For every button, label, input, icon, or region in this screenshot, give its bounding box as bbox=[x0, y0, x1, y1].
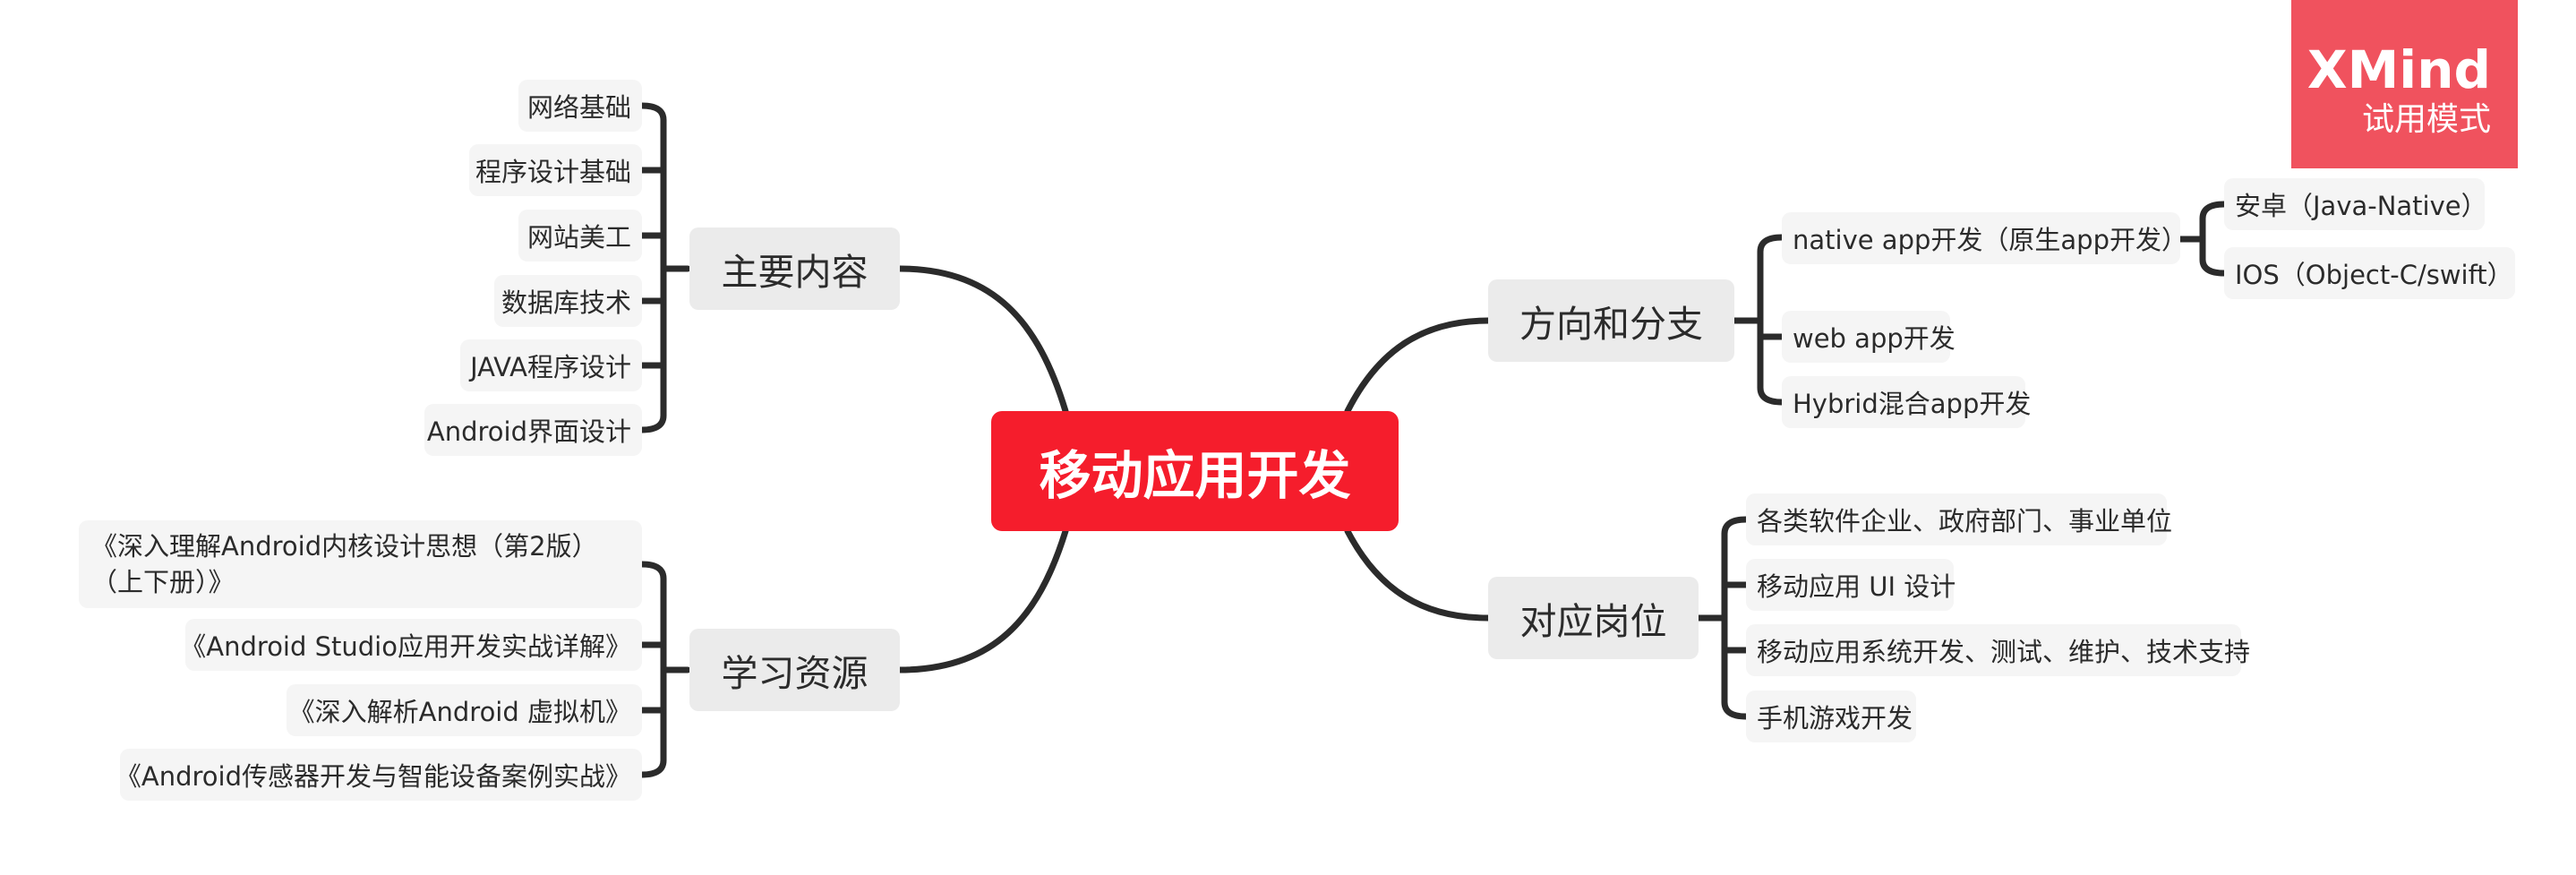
branch-learning-resources[interactable]: 学习资源 bbox=[689, 629, 900, 711]
root-topic[interactable]: 移动应用开发 bbox=[991, 411, 1399, 531]
leaf-position-item[interactable]: 各类软件企业、政府部门、事业单位 bbox=[1746, 493, 2172, 545]
bracket-resources bbox=[638, 561, 667, 778]
leaf-content-item[interactable]: 数据库技术 bbox=[494, 275, 642, 327]
branch-main-content[interactable]: 主要内容 bbox=[689, 227, 900, 310]
leaf-resource-item[interactable]: 《Android Studio应用开发实战详解》 bbox=[180, 619, 642, 671]
bracket-direction bbox=[1757, 234, 1785, 406]
connector-root-direction bbox=[1344, 317, 1492, 415]
leaf-resource-item[interactable]: 《深入解析Android 虚拟机》 bbox=[287, 684, 642, 736]
leaf-web-app[interactable]: web app开发 bbox=[1782, 311, 1956, 363]
watermark-mode: 试用模式 bbox=[2361, 101, 2491, 138]
connector-root-content bbox=[896, 265, 1069, 415]
connector-root-positions bbox=[1344, 528, 1492, 622]
leaf-position-item[interactable]: 移动应用系统开发、测试、维护、技术支持 bbox=[1746, 624, 2250, 676]
branch-direction[interactable]: 方向和分支 bbox=[1488, 279, 1734, 362]
xmind-trial-watermark: XMind 试用模式 bbox=[2291, 0, 2518, 168]
watermark-brand: XMind bbox=[2306, 39, 2491, 100]
leaf-native-app[interactable]: native app开发（原生app开发） bbox=[1782, 212, 2187, 264]
connector-root-resources bbox=[896, 528, 1069, 673]
leaf-position-item[interactable]: 手机游戏开发 bbox=[1746, 691, 1916, 742]
leaf-content-item[interactable]: JAVA程序设计 bbox=[460, 339, 642, 391]
branch-positions[interactable]: 对应岗位 bbox=[1488, 577, 1699, 659]
leaf-resource-item[interactable]: 《深入理解Android内核设计思想（第2版）（上下册）》 bbox=[79, 520, 642, 608]
bracket-content bbox=[638, 102, 667, 433]
leaf-content-item[interactable]: 网络基础 bbox=[518, 80, 642, 132]
bracket-positions bbox=[1721, 516, 1750, 720]
bracket-native bbox=[2199, 201, 2228, 277]
leaf-resource-item[interactable]: 《Android传感器开发与智能设备案例实战》 bbox=[116, 749, 642, 801]
leaf-content-item[interactable]: Android界面设计 bbox=[424, 404, 642, 456]
leaf-position-item[interactable]: 移动应用 UI 设计 bbox=[1746, 559, 1956, 611]
leaf-native-child[interactable]: IOS（Object-C/swift） bbox=[2224, 247, 2515, 299]
leaf-content-item[interactable]: 程序设计基础 bbox=[469, 144, 642, 196]
leaf-native-child[interactable]: 安卓（Java-Native） bbox=[2224, 178, 2487, 230]
leaf-content-item[interactable]: 网站美工 bbox=[518, 210, 642, 262]
leaf-hybrid-app[interactable]: Hybrid混合app开发 bbox=[1782, 376, 2031, 428]
